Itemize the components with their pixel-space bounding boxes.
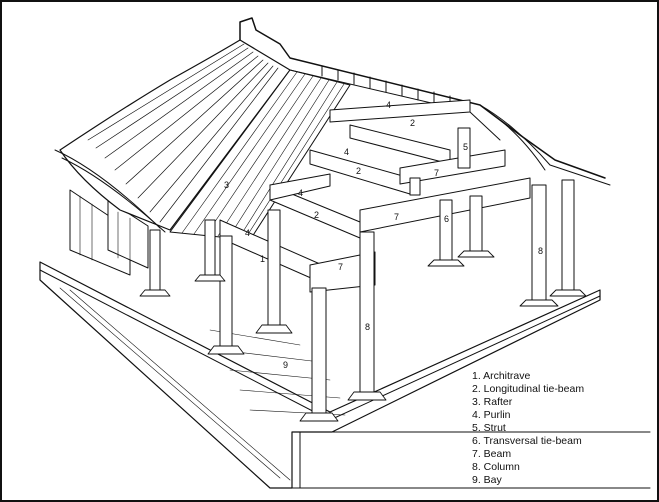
marker-column-2: 8 xyxy=(538,246,543,256)
marker-purlin-4: 4 xyxy=(386,100,391,110)
legend-item-6: 6. Transversal tie-beam xyxy=(472,435,582,447)
marker-transversal-tie-beam: 6 xyxy=(444,214,449,224)
marker-rafter: 3 xyxy=(224,180,229,190)
legend: 1. Architrave 2. Longitudinal tie-beam 3… xyxy=(472,370,584,486)
back-wall xyxy=(69,189,149,276)
marker-purlin-3: 4 xyxy=(344,147,349,157)
legend-item-3: 3. Rafter xyxy=(472,396,513,408)
legend-item-9: 9. Bay xyxy=(472,474,503,486)
legend-item-4: 4. Purlin xyxy=(472,409,511,421)
legend-item-1: 1. Architrave xyxy=(472,370,531,382)
marker-architrave: 1 xyxy=(260,254,265,264)
marker-purlin-2: 4 xyxy=(298,188,303,198)
marker-beam-1: 7 xyxy=(338,262,343,272)
part-markers: 1 2 2 2 3 4 4 4 4 5 6 7 7 7 8 8 9 xyxy=(224,100,543,370)
marker-column-1: 8 xyxy=(365,322,370,332)
marker-longitudinal-tie-beam-2: 2 xyxy=(356,166,361,176)
roof xyxy=(54,17,611,241)
legend-item-7: 7. Beam xyxy=(472,448,511,460)
marker-longitudinal-tie-beam-3: 2 xyxy=(410,118,415,128)
marker-bay: 9 xyxy=(283,360,288,370)
legend-item-2: 2. Longitudinal tie-beam xyxy=(472,383,584,395)
marker-beam-2: 7 xyxy=(394,212,399,222)
marker-longitudinal-tie-beam-1: 2 xyxy=(314,210,319,220)
marker-strut: 5 xyxy=(463,142,468,152)
legend-item-5: 5. Strut xyxy=(472,422,506,434)
columns xyxy=(139,179,587,422)
legend-item-8: 8. Column xyxy=(472,461,520,473)
marker-purlin-1: 4 xyxy=(245,228,250,238)
marker-beam-3: 7 xyxy=(434,168,439,178)
